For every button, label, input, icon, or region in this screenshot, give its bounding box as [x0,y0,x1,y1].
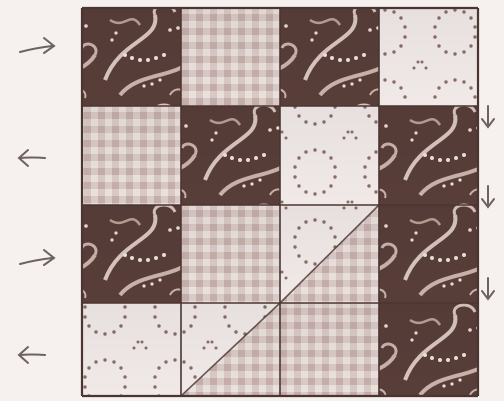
quilt-cell-r3-c2-shade [181,205,280,303]
quilt-cell-r4-c4-shade [379,303,478,396]
quilt-cell-r2-c4-shade [379,106,478,205]
row-2-arrow-left-icon [19,150,45,166]
quilt-cell-r3-c1-shade [82,205,181,303]
quilt-cell-r4-c1-shade [82,303,181,396]
seam-3-arrow-down-icon [482,278,494,299]
quilt-cell-r2-c3-shade [280,106,379,205]
row-3-arrow-right-icon [20,250,54,265]
quilt-cell-r1-c3-shade [280,8,379,106]
quilt-cell-r1-c4-shade [379,8,478,106]
quilt-cell-r3-c3-shade [280,205,379,303]
quilt-cell-r4-c2-shade [181,303,280,396]
quilt-cell-r3-c4-shade [379,205,478,303]
quilt-cell-r2-c1-shade [82,106,181,205]
quilt-cell-r2-c2-shade [181,106,280,205]
quilt-cell-r1-c1-shade [82,8,181,106]
seam-2-arrow-down-icon [482,186,494,207]
quilt-cell-r1-c2-shade [181,8,280,106]
row-4-arrow-left-icon [19,347,45,363]
row-1-arrow-right-icon [20,38,54,53]
seam-1-arrow-down-icon [482,106,494,127]
quilt-cell-r4-c3-shade [280,303,379,396]
